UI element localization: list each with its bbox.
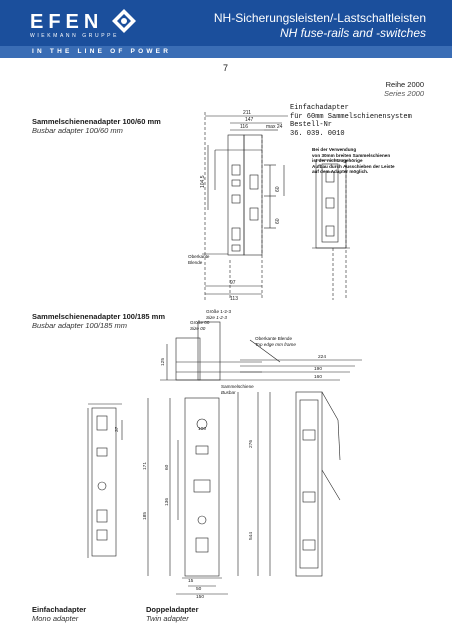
series-de: Reihe 2000 xyxy=(385,80,424,89)
dim-label: 50 xyxy=(196,586,202,592)
drawing1-note-line: Aufbau durch Ausschieben der Leiste xyxy=(312,163,395,169)
drawing1-note: Bei der Verwendung von 30mm breiten Samm… xyxy=(312,147,395,175)
drawing1-dimension-labels: 211 147 116 max 24 104,5 60 60 97 113 xyxy=(200,110,283,302)
drawing2-frame-label: Oberkante Blende Top edge mm frame xyxy=(255,336,296,347)
series-en: Series 2000 xyxy=(383,89,424,98)
series-label: Reihe 2000 Series 2000 xyxy=(384,80,424,98)
dim-label: 136 xyxy=(164,498,170,506)
section-title-1: Sammelschienenadapter 100/60 mm xyxy=(32,117,161,126)
dim-label: 104,5 xyxy=(200,175,206,188)
dim-label: 544 xyxy=(248,532,254,540)
twin-adapter-view xyxy=(147,397,228,595)
header-bar xyxy=(0,0,452,46)
size-b-line: Size 00 xyxy=(190,325,206,331)
size-a-line: Size 1-2-3 xyxy=(206,314,227,320)
dim-label: 147 xyxy=(245,117,254,123)
drawing2-dimension-labels: 224 190 160 125 171 185 60 136 37 100 15… xyxy=(114,354,326,600)
brand-mark-icon xyxy=(112,9,136,33)
busbar-label-line: Sammelschiene xyxy=(221,384,254,389)
brand-subtitle: WIEKMANN GRUPPE xyxy=(30,33,120,39)
frame-label-line: Oberkante Blende xyxy=(255,336,293,341)
dim-label: 113 xyxy=(230,296,238,302)
drawing2-side-view xyxy=(237,391,341,577)
page-number: 7 xyxy=(223,63,229,73)
dim-label: 211 xyxy=(243,110,251,116)
page-title-de: NH-Sicherungsleisten/-Lastschaltleisten xyxy=(213,11,426,25)
size-a-line: Größe 1-2-3 xyxy=(206,309,232,314)
busbar-label-line: Busbar xyxy=(221,389,236,395)
dim-label: max 24 xyxy=(266,124,283,130)
dim-label: 276 xyxy=(248,440,254,448)
frame-label-line: Blende xyxy=(188,259,203,265)
dim-label: 100 xyxy=(198,426,206,432)
dim-label: 37 xyxy=(114,426,120,432)
drawing1-system: für 60mm Sammelschienensystem xyxy=(290,112,412,121)
dim-label: 160 xyxy=(314,374,322,380)
frame-label-line: Top edge mm frame xyxy=(255,341,296,347)
drawing1-side-view xyxy=(312,159,350,300)
dim-label: 171 xyxy=(142,462,148,470)
page-title: NH-Sicherungsleisten/-Lastschaltleisten … xyxy=(214,11,426,41)
page-title-en: NH fuse-rails and -switches xyxy=(279,26,426,40)
drawing2-size-b: Größe 00 Size 00 xyxy=(190,320,209,331)
frame-label-line: Oberkante xyxy=(188,254,210,259)
drawing1-note-line: Bei der Verwendung xyxy=(312,147,357,152)
drawing2-busbar-label: Sammelschiene Busbar xyxy=(221,384,254,395)
section-caption-1: Sammelschienenadapter 100/60 mm Busbar a… xyxy=(32,117,161,135)
tagline-bar xyxy=(0,46,452,58)
drawing1-frame-label: Oberkante Blende xyxy=(188,254,209,265)
drawing1-order-label: Bestell-Nr xyxy=(290,121,333,129)
section-title-2: Sammelschienenadapter 100/185 mm xyxy=(32,312,165,321)
dim-label: 190 xyxy=(314,366,322,372)
drawing1-order-no: 36. 039. 0010 xyxy=(290,129,345,138)
drawing1-note-line: ist der nichtzugehörige xyxy=(312,158,363,164)
footer-caption-1: Einfachadapter Mono adapter xyxy=(32,605,86,623)
drawing2-top-view xyxy=(160,321,362,381)
footer-title-2: Doppeladapter xyxy=(146,605,199,614)
section-caption-2: Sammelschienenadapter 100/185 mm Busbar … xyxy=(32,312,165,330)
dim-label: 60 xyxy=(275,218,281,224)
footer-title-1: Einfachadapter xyxy=(32,605,87,614)
brand-name: EFEN xyxy=(30,11,104,33)
section-subtitle-2: Busbar adapter 100/185 mm xyxy=(32,321,128,330)
dim-label: 185 xyxy=(142,512,148,520)
tagline: IN THE LINE OF POWER xyxy=(32,48,172,55)
section-subtitle-1: Busbar adapter 100/60 mm xyxy=(32,126,123,135)
dim-label: 116 xyxy=(240,124,248,130)
drawing1-title-block: Einfachadapter für 60mm Sammelschienensy… xyxy=(290,104,412,138)
size-b-line: Größe 00 xyxy=(190,320,210,325)
drawing2-size-a: Größe 1-2-3 Size 1-2-3 xyxy=(206,309,231,320)
footer-caption-2: Doppeladapter Twin adapter xyxy=(146,605,199,623)
dim-label: 97 xyxy=(230,280,236,286)
dim-label: 15 xyxy=(188,578,194,584)
drawing1-note-line: von 30mm breiten Sammelschienen xyxy=(312,152,391,158)
dim-label: 125 xyxy=(160,358,166,366)
dim-label: 60 xyxy=(164,464,170,470)
mono-adapter-view xyxy=(87,403,123,558)
drawing1-note-line: auf dem Adapter möglich. xyxy=(312,169,369,175)
drawing1-title: Einfachadapter xyxy=(290,104,349,112)
footer-subtitle-1: Mono adapter xyxy=(32,614,79,623)
dim-label: 150 xyxy=(196,594,204,600)
footer-subtitle-2: Twin adapter xyxy=(146,614,189,623)
drawing1-front-view xyxy=(202,112,288,300)
dim-label: 60 xyxy=(275,186,281,192)
dim-label: 224 xyxy=(318,354,326,360)
brand-logo: EFEN xyxy=(30,12,103,32)
